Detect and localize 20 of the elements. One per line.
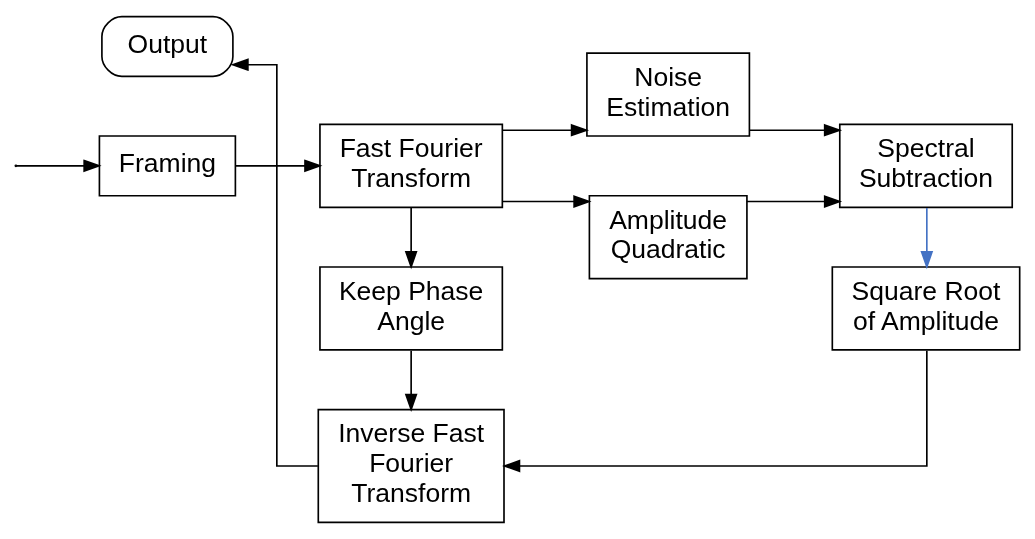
arrow — [404, 207, 418, 270]
arrow — [235, 159, 323, 173]
arrow — [230, 58, 319, 467]
arrow — [746, 195, 843, 208]
arrow — [502, 349, 928, 473]
node-box: Fast Fourier Transform — [319, 123, 504, 209]
node-box: Framing — [98, 135, 237, 197]
node-box: Inverse Fast Fourier Transform — [317, 408, 505, 524]
arrow — [404, 349, 418, 412]
arrow — [920, 207, 934, 270]
node-box: Output — [101, 15, 234, 78]
node-box: Noise Estimation — [586, 52, 751, 137]
arrow — [748, 123, 843, 137]
arrow — [501, 195, 592, 208]
node-box: Keep Phase Angle — [319, 266, 504, 351]
node-box: Square Root of Amplitude — [831, 266, 1021, 351]
arrow — [501, 123, 590, 137]
arrow — [16, 159, 102, 173]
node-box: Spectral Subtraction — [838, 123, 1014, 209]
node-box: Amplitude Quadratic — [588, 194, 748, 280]
